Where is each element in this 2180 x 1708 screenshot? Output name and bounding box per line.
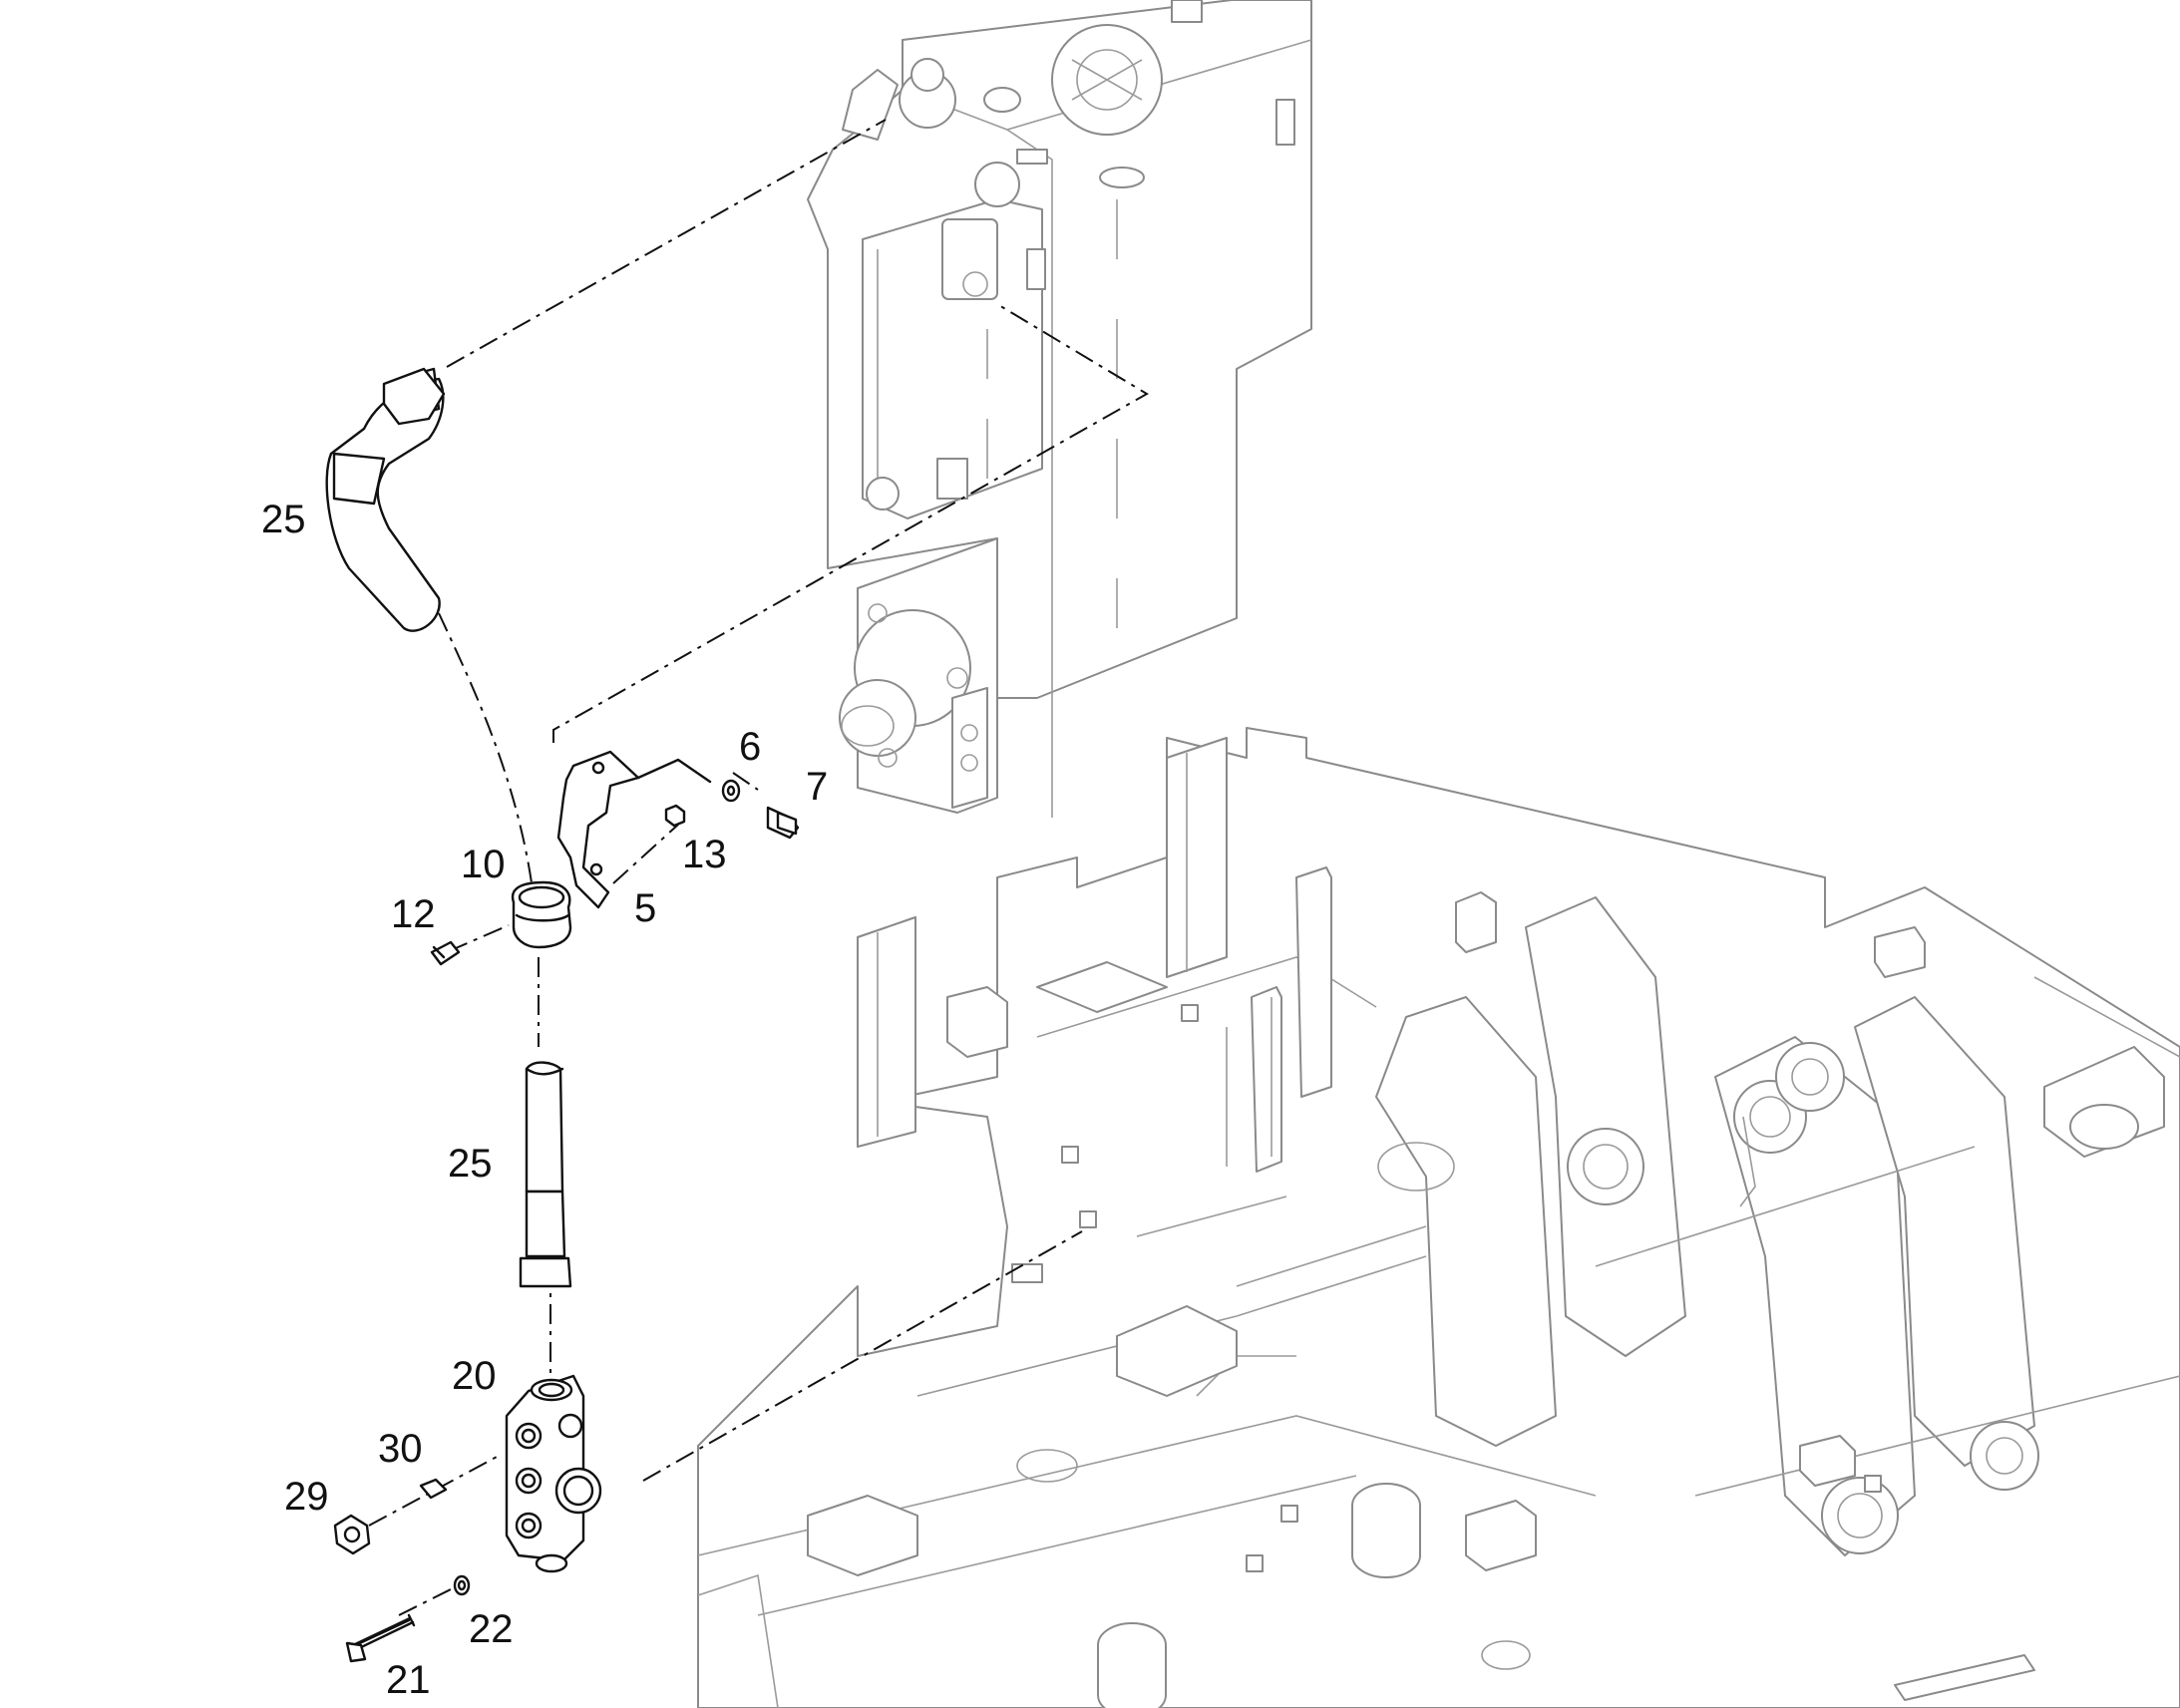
- upper-frame-chassis: [697, 727, 2180, 1708]
- valve-block-20: [505, 1374, 602, 1573]
- callout-21: 21: [386, 1658, 431, 1702]
- assembly-leader-lines: [368, 119, 1149, 1616]
- washer-22: [453, 1574, 471, 1596]
- bracket-5: [556, 750, 712, 909]
- callout-22: 22: [469, 1607, 514, 1651]
- callout-12: 12: [391, 892, 436, 936]
- nut-29: [333, 1514, 371, 1555]
- callout-29: 29: [284, 1475, 329, 1519]
- callout-13: 13: [682, 833, 727, 876]
- hose-25-lower: [519, 1061, 572, 1288]
- bolt-7: [766, 806, 800, 840]
- bolt-21: [345, 1613, 416, 1663]
- screw-12: [430, 940, 461, 966]
- callout-25-lower: 25: [448, 1142, 493, 1186]
- hose-25-upper: [325, 367, 446, 632]
- callout-20: 20: [452, 1354, 497, 1398]
- callout-30: 30: [378, 1427, 423, 1471]
- callout-labels: 25 6 7 10 13 12 5 25 20 30 29 22 21: [261, 498, 828, 1702]
- hydraulic-tank-assembly: [807, 0, 1312, 818]
- callout-10: 10: [461, 843, 506, 886]
- plug-30: [419, 1478, 448, 1500]
- callout-5: 5: [634, 886, 656, 930]
- callout-25-upper: 25: [261, 498, 306, 541]
- callout-6: 6: [739, 725, 761, 769]
- callout-7: 7: [806, 765, 828, 809]
- nut-13: [664, 804, 686, 828]
- clamp-10: [511, 880, 572, 949]
- washer-6: [721, 779, 741, 803]
